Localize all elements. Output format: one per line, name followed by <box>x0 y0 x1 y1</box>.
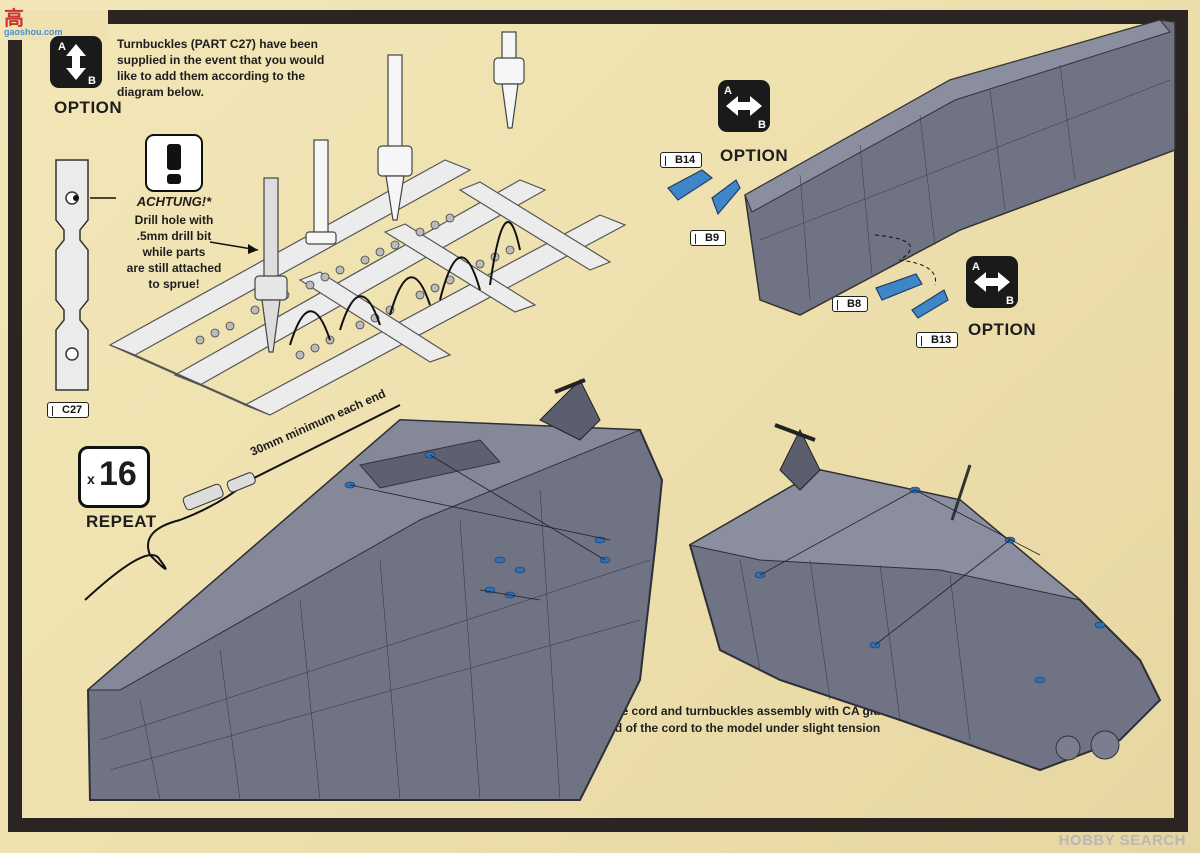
part-label-b9: B9 <box>690 230 727 246</box>
option-letter-b: B <box>1006 295 1014 307</box>
option-ab-icon: A B <box>966 256 1018 308</box>
option-label-top-left: OPTION <box>54 98 123 117</box>
part-label-b13: B13 <box>916 332 959 348</box>
warning-title: ACHTUNG!* <box>136 194 212 209</box>
drill-bit-icon <box>254 31 525 353</box>
option-letter-a: A <box>972 261 980 273</box>
submarine-hull-right-icon <box>688 423 1162 772</box>
warning-body: Drill hole with .5mm drill bit while par… <box>109 212 239 292</box>
cord-with-turnbuckle-icon <box>84 404 401 601</box>
repeat-badge: x 16 <box>78 446 150 508</box>
warning-icon <box>145 134 203 192</box>
site-url: gaoshou.com <box>4 27 63 37</box>
page-frame <box>8 10 1188 832</box>
hull-bow-detail-icon <box>744 19 1176 316</box>
option-ab-icon: A B <box>50 36 102 88</box>
site-watermark: 高 gaoshou.com <box>4 2 63 37</box>
diving-plane-parts-icon <box>667 169 949 319</box>
site-name: 高 <box>4 8 24 30</box>
part-label-b14: B14 <box>660 152 703 168</box>
option-label-top-right: OPTION <box>720 146 789 165</box>
brand-watermark: HOBBY SEARCH <box>1058 832 1186 849</box>
part-label-b8: B8 <box>832 296 869 312</box>
warning-line: Drill hole with <box>134 213 214 227</box>
option-letter-a: A <box>724 85 732 97</box>
repeat-prefix: x <box>87 471 95 487</box>
intro-text: Turnbuckles (PART C27) have been supplie… <box>117 37 325 99</box>
option-letter-a: A <box>58 41 66 53</box>
option-letter-b: B <box>758 119 766 131</box>
warning-line: to sprue! <box>148 277 200 291</box>
repeat-label: REPEAT <box>86 512 157 531</box>
warning-line: are still attached <box>126 261 222 275</box>
option-ab-icon: A B <box>718 80 770 132</box>
part-label-c27: C27 <box>47 402 90 418</box>
submarine-hull-left-icon <box>86 378 664 801</box>
turnbuckle-part-c27-icon <box>55 159 89 391</box>
repeat-count: 16 <box>99 455 137 493</box>
warning-line: while parts <box>142 245 206 259</box>
option-label-mid-right: OPTION <box>968 320 1037 339</box>
sprue-frame-icon <box>108 159 627 416</box>
warning-line: .5mm drill bit <box>136 229 212 243</box>
option-letter-b: B <box>88 75 96 87</box>
